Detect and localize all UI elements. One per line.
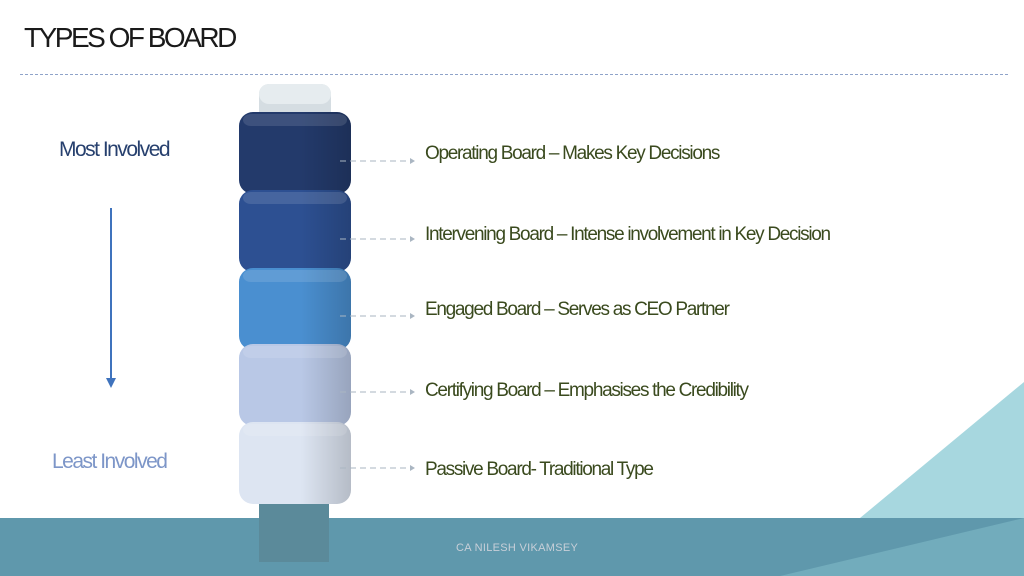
title-divider — [20, 74, 1008, 75]
board-block-4 — [239, 344, 351, 426]
least-involved-label: Least Involved — [52, 450, 168, 473]
level-label-engaged: Engaged Board – Serves as CEO Partner — [425, 299, 730, 320]
level-label-operating: Operating Board – Makes Key Decisions — [425, 143, 720, 164]
board-block-3 — [239, 268, 351, 350]
footer-author: CA NILESH VIKAMSEY — [456, 542, 579, 554]
arrow-head-icon — [106, 378, 116, 388]
board-block-2 — [239, 190, 351, 272]
footer-wedge-decor — [780, 518, 1024, 576]
teal-triangle-decor — [860, 382, 1024, 518]
level-label-certifying: Certifying Board – Emphasises the Credib… — [425, 380, 749, 401]
board-block-5 — [239, 422, 351, 504]
level-label-intervening: Intervening Board – Intense involvement … — [425, 224, 831, 245]
level-label-passive: Passive Board- Traditional Type — [425, 459, 654, 480]
base-stem — [259, 500, 329, 562]
most-involved-label: Most Involved — [59, 138, 171, 161]
down-arrow-icon — [110, 208, 112, 380]
board-block-1 — [239, 112, 351, 194]
slide-title: TYPES OF BOARD — [24, 22, 237, 53]
